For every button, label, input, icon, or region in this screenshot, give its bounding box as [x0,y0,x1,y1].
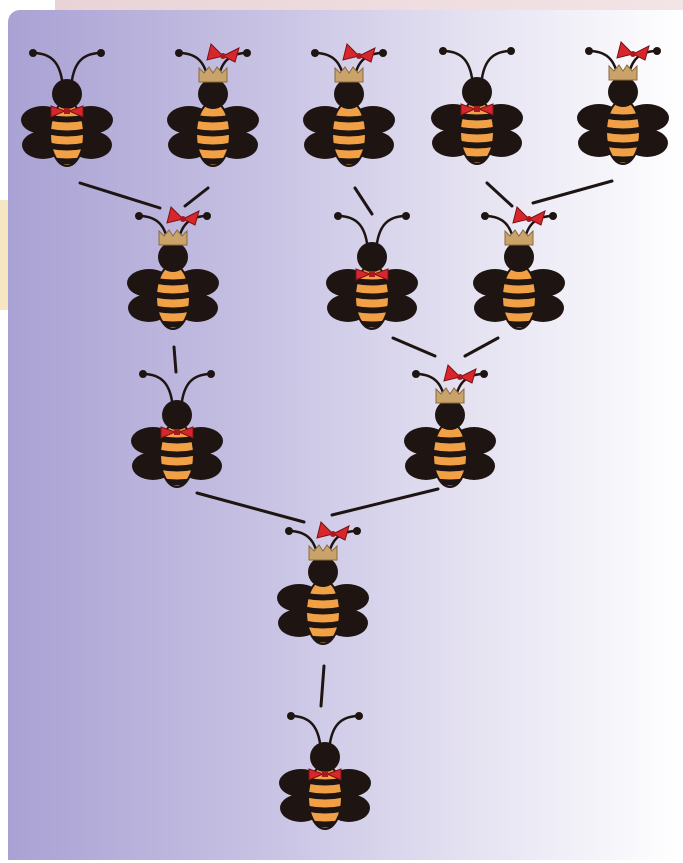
bee-female-b3 [303,43,395,167]
bee-female-b2 [167,43,259,167]
link-b1-b6 [78,181,162,210]
antennae-icon [287,712,363,745]
bowtie-icon [308,768,342,781]
bee-head-icon [198,79,228,109]
bee-female-b11 [277,521,369,645]
links-layer [78,179,614,708]
crown-bow-icon [435,364,477,404]
bee-head-icon [52,79,82,109]
bee-head-icon [435,400,465,430]
crown-bow-icon [608,41,650,81]
bee-female-b8 [473,206,565,330]
bee-head-icon [158,242,188,272]
bowtie-icon [460,103,494,116]
link-b11-b12 [319,664,326,708]
crown-bow-icon [504,206,546,246]
bowtie-icon [355,268,389,281]
bee-head-icon [608,77,638,107]
link-b9-b11 [195,491,306,524]
bee-head-icon [308,557,338,587]
link-b5-b8 [531,179,614,205]
bee-head-icon [334,79,364,109]
bee-body-icon [605,99,641,165]
antennae-icon [334,212,410,245]
bowtie-icon [50,105,84,118]
link-b8-b10 [463,336,500,358]
crown-bow-icon [198,43,240,83]
link-b2-b6 [183,186,210,208]
bee-male-b4 [431,47,523,165]
bee-female-b6 [127,206,219,330]
link-b7-b10 [391,336,437,358]
crown-bow-icon [158,206,200,246]
bee-body-icon [159,422,195,488]
link-b3-b7 [353,186,374,216]
bee-body-icon [195,101,231,167]
link-b10-b11 [330,487,440,517]
link-b6-b9 [172,345,178,374]
bee-body-icon [331,101,367,167]
bee-head-icon [162,400,192,430]
bee-head-icon [357,242,387,272]
link-b4-b8 [485,181,514,208]
antennae-icon [139,370,215,403]
crown-bow-icon [334,43,376,83]
bee-head-icon [462,77,492,107]
bowtie-icon [160,426,194,439]
top-decor-strip [55,0,683,10]
bee-female-b5 [577,41,669,165]
bee-female-b10 [404,364,496,488]
bee-male-b9 [131,370,223,488]
crown-bow-icon [308,521,350,561]
bee-male-b7 [326,212,418,330]
antennae-icon [29,49,105,82]
bees-layer [21,41,669,830]
bee-head-icon [504,242,534,272]
bee-male-b1 [21,49,113,167]
antennae-icon [439,47,515,80]
bee-head-icon [310,742,340,772]
bee-male-b12 [279,712,371,830]
